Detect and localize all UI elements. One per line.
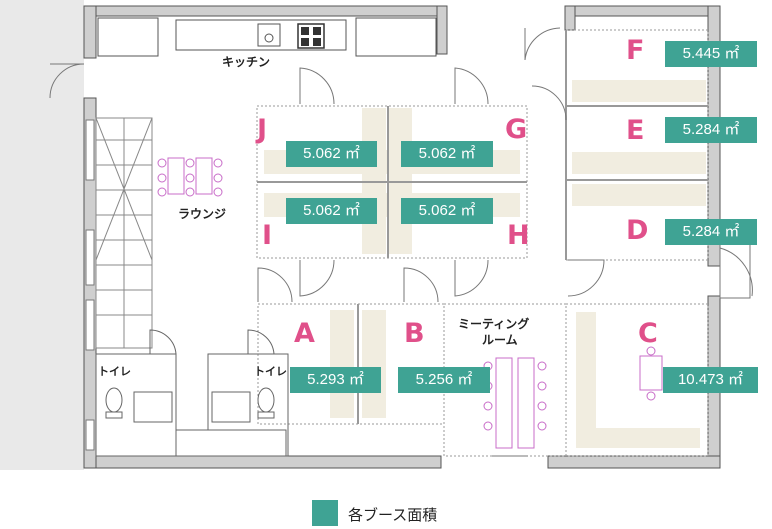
booth-letter-g: G bbox=[505, 114, 528, 145]
toilet-label-left: トイレ bbox=[98, 365, 131, 378]
booth-letter-a: A bbox=[294, 318, 315, 349]
entrance-door bbox=[49, 63, 85, 99]
booth-area-a: 5.293 ㎡ bbox=[290, 367, 381, 393]
balcony bbox=[719, 239, 753, 299]
center-doors bbox=[299, 67, 489, 297]
booth-letter-d: D bbox=[626, 215, 649, 246]
exterior-left bbox=[0, 0, 84, 470]
legend-label: 各ブース面積 bbox=[348, 506, 438, 524]
right-booths bbox=[531, 29, 709, 297]
booth-letter-e: E bbox=[626, 115, 645, 146]
meeting-room-label-line2: ルーム bbox=[482, 333, 518, 347]
booth-letter-i: I bbox=[262, 220, 273, 251]
outer-walls bbox=[83, 5, 721, 469]
kitchen-counter bbox=[97, 17, 437, 57]
booth-area-f: 5.445 ㎡ bbox=[665, 41, 757, 67]
toilets bbox=[95, 329, 289, 457]
legend-swatch bbox=[312, 500, 338, 526]
booth-area-j: 5.062 ㎡ bbox=[286, 141, 377, 167]
booth-letter-c: C bbox=[638, 318, 658, 349]
booth-letter-f: F bbox=[626, 35, 645, 66]
booth-area-i: 5.062 ㎡ bbox=[286, 198, 377, 224]
kitchen-door bbox=[524, 27, 561, 61]
booth-letter-b: B bbox=[404, 318, 425, 349]
booth-area-h: 5.062 ㎡ bbox=[401, 198, 493, 224]
booth-area-c: 10.473 ㎡ bbox=[663, 367, 758, 393]
meeting-room-label-line1: ミーティング bbox=[458, 317, 530, 331]
booth-letter-h: H bbox=[507, 220, 530, 251]
toilet-label-right: トイレ bbox=[254, 365, 287, 378]
staircase bbox=[95, 117, 153, 349]
booth-area-b: 5.256 ㎡ bbox=[398, 367, 490, 393]
booth-area-g: 5.062 ㎡ bbox=[401, 141, 493, 167]
booth-area-d: 5.284 ㎡ bbox=[665, 219, 757, 245]
lounge-label: ラウンジ bbox=[178, 207, 227, 221]
kitchen-label: キッチン bbox=[222, 55, 271, 69]
left-windows bbox=[85, 119, 95, 451]
booth-area-e: 5.284 ㎡ bbox=[665, 117, 757, 143]
booth-letter-j: J bbox=[257, 114, 268, 145]
lounge-furniture bbox=[157, 157, 223, 197]
